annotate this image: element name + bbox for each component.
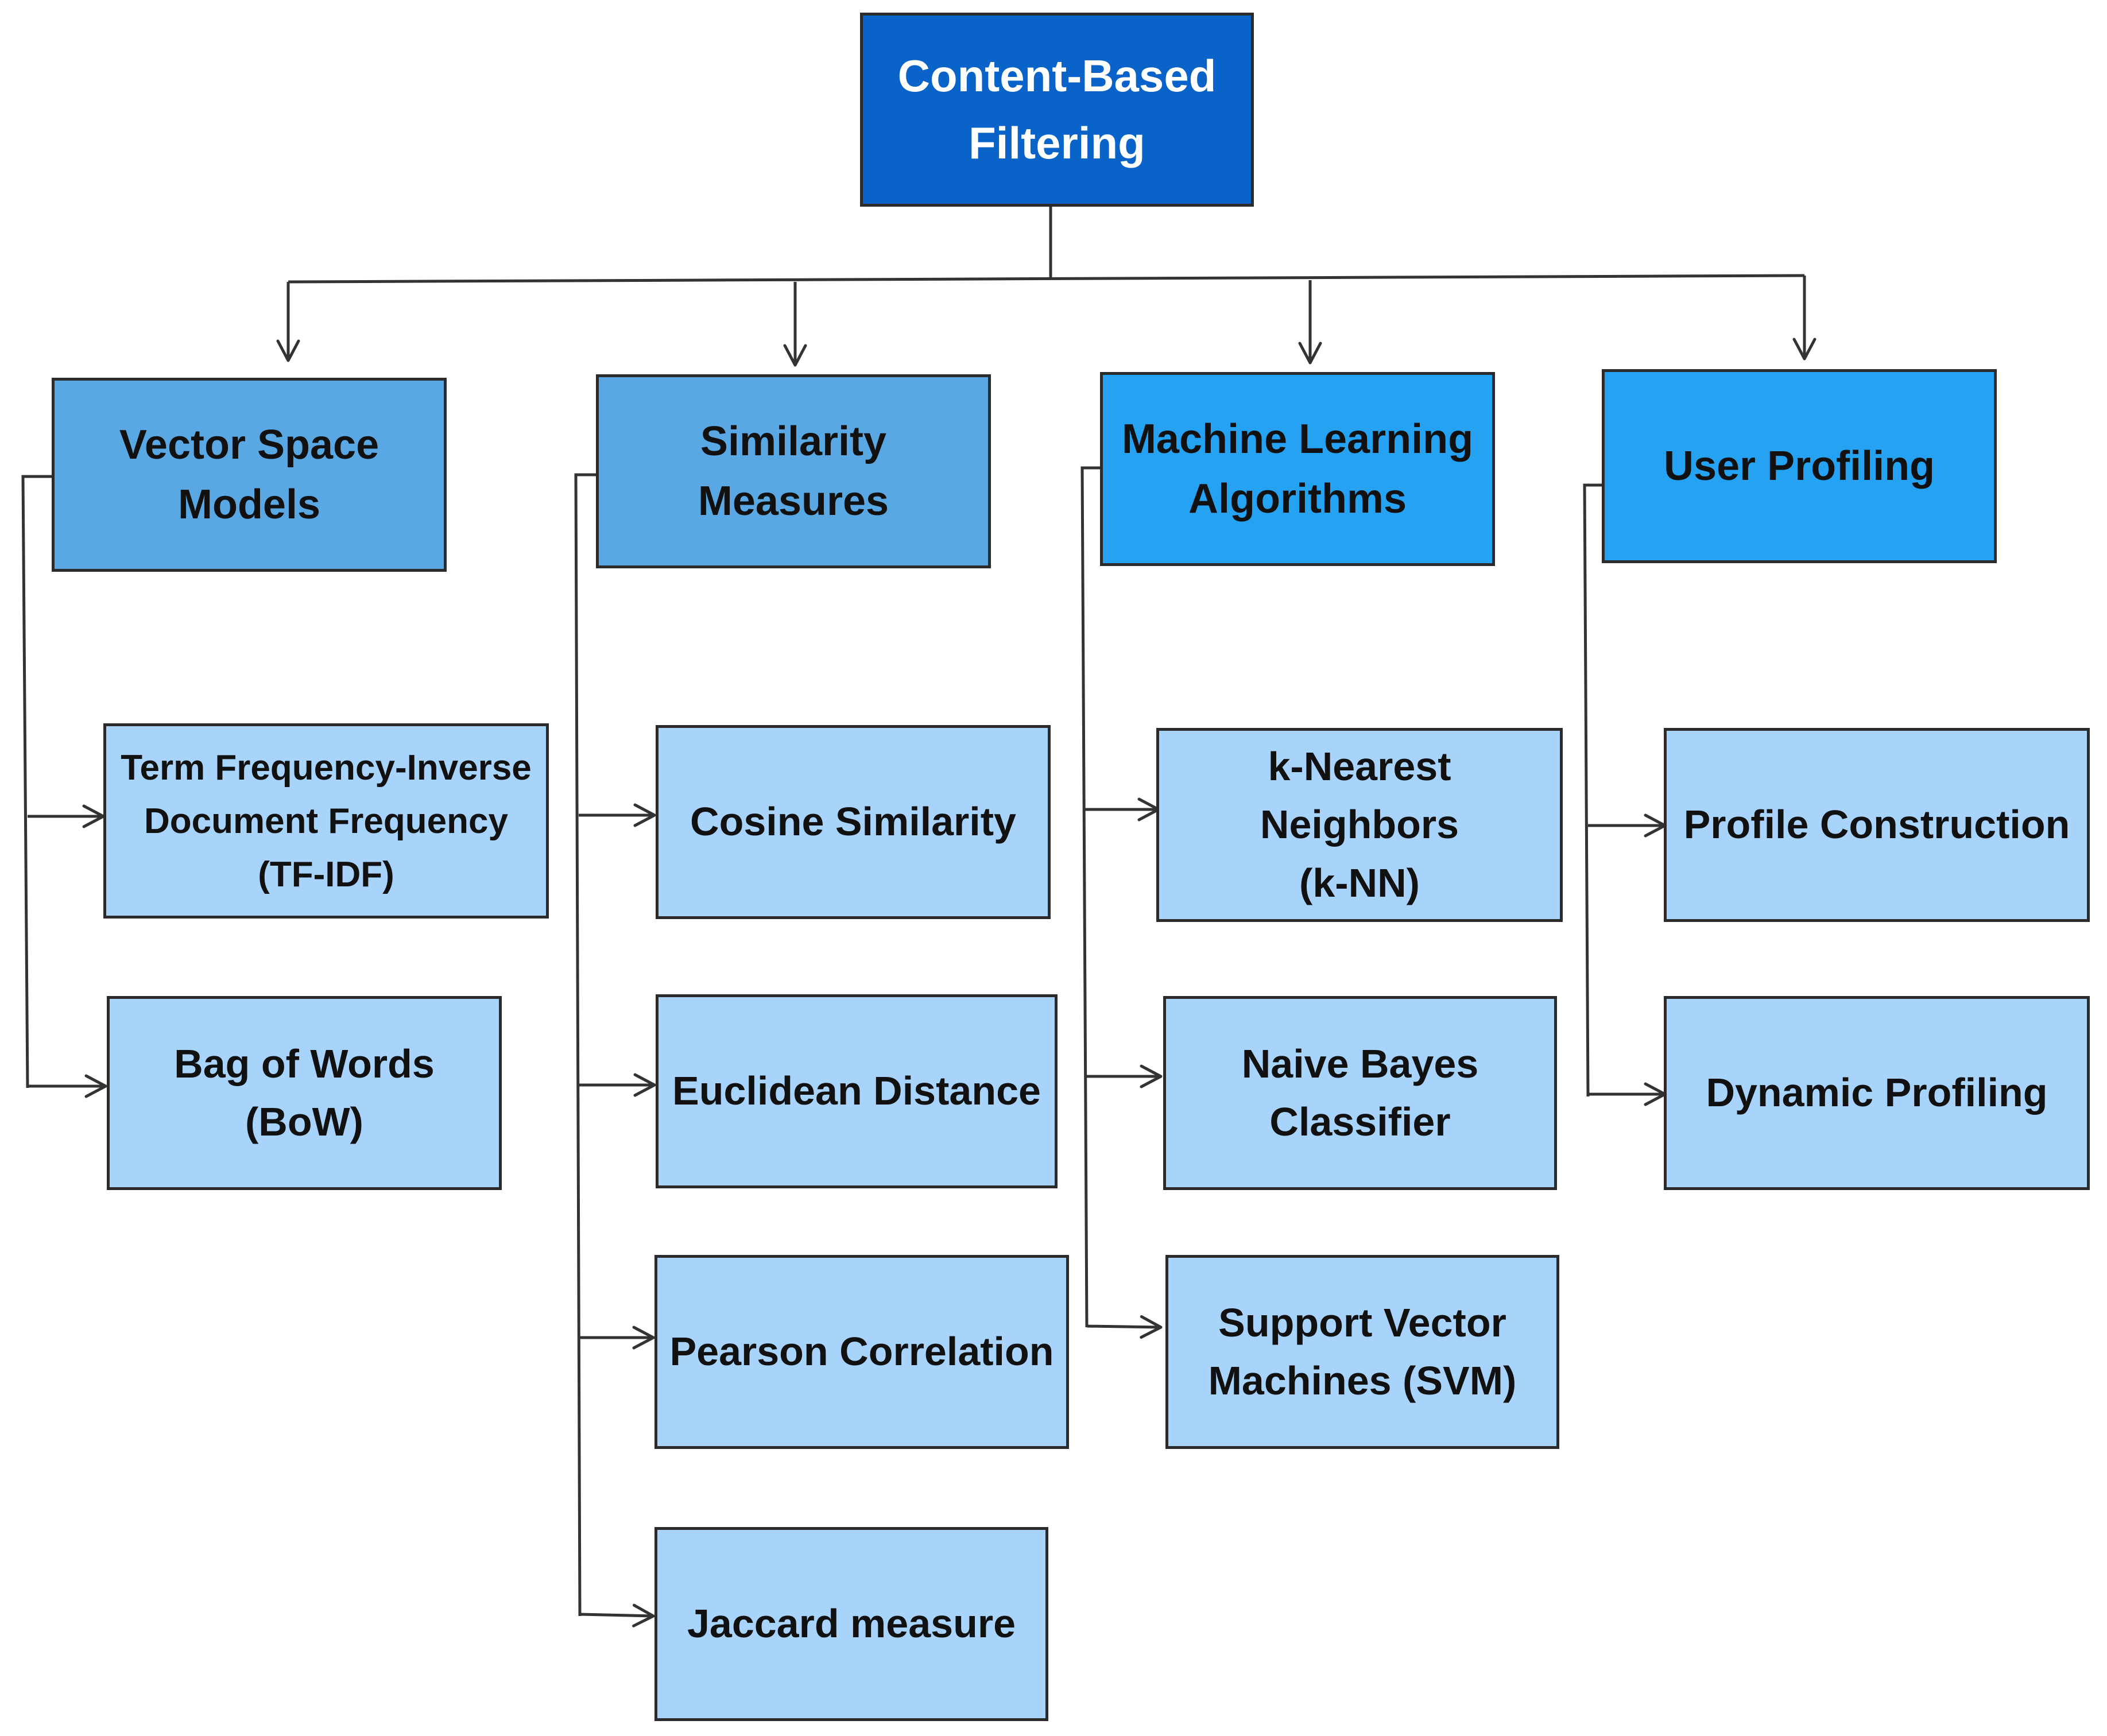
leaf-tfidf-line2: Document Frequency <box>144 801 508 841</box>
category-profiling-line1: User Profiling <box>1663 443 1935 489</box>
leaf-cosine-similarity: Cosine Similarity <box>656 725 1051 919</box>
leaf-support-vector-machines: Support Vector Machines (SVM) <box>1165 1255 1559 1449</box>
root-node-content-based-filtering: Content-Based Filtering <box>860 13 1254 207</box>
category-vector-space-line2: Models <box>177 482 321 528</box>
leaf-bag-of-words: Bag of Words (BoW) <box>107 996 502 1190</box>
leaf-profile-construction: Profile Construction <box>1664 728 2090 922</box>
arrow-to-svm <box>1086 1315 1163 1339</box>
category-ml-line2: Algorithms <box>1188 476 1407 522</box>
category-vector-space-models: Vector Space Models <box>52 378 447 572</box>
category-vector-space-line1: Vector Space <box>119 421 379 468</box>
leaf-naive-bayes-line2: Classifier <box>1269 1099 1451 1144</box>
leaf-naive-bayes-classifier: Naive Bayes Classifier <box>1163 996 1557 1190</box>
leaf-knn-line2: (k-NN) <box>1299 860 1420 905</box>
leaf-profile-construction-line1: Profile Construction <box>1683 802 2070 847</box>
root-branch-bar <box>288 274 1805 284</box>
root-label-line1: Content-Based <box>897 51 1217 101</box>
leaf-jaccard-measure: Jaccard measure <box>654 1527 1048 1721</box>
leaf-svm-line1: Support Vector <box>1218 1300 1506 1345</box>
leaf-k-nearest-neighbors: k-Nearest Neighbors (k-NN) <box>1156 728 1563 922</box>
arrow-to-jaccard <box>579 1603 655 1628</box>
category-user-profiling: User Profiling <box>1602 369 1997 563</box>
similarity-spine <box>574 473 610 1617</box>
leaf-bow-line2: (BoW) <box>245 1099 363 1144</box>
leaf-dynamic-profiling: Dynamic Profiling <box>1664 996 2090 1190</box>
leaf-svm-line2: Machines (SVM) <box>1208 1358 1517 1403</box>
leaf-cosine-line1: Cosine Similarity <box>690 799 1016 844</box>
leaf-euclidean-distance: Euclidean Distance <box>656 994 1058 1188</box>
category-machine-learning-algorithms: Machine Learning Algorithms <box>1100 372 1495 566</box>
leaf-tfidf-line1: Term Frequency-Inverse <box>121 747 532 788</box>
leaf-tf-idf: Term Frequency-Inverse Document Frequenc… <box>103 723 549 919</box>
category-similarity-line2: Measures <box>698 478 889 524</box>
vector-space-spine <box>21 475 56 1088</box>
category-similarity-line1: Similarity <box>700 418 887 464</box>
leaf-bow-line1: Bag of Words <box>174 1041 435 1086</box>
profiling-spine <box>1583 483 1618 1097</box>
leaf-euclidean-line1: Euclidean Distance <box>672 1068 1041 1114</box>
leaf-pearson-correlation: Pearson Correlation <box>654 1255 1069 1449</box>
category-similarity-measures: Similarity Measures <box>596 374 991 568</box>
leaf-tfidf-line3: (TF-IDF) <box>258 854 394 894</box>
leaf-jaccard-line1: Jaccard measure <box>687 1601 1016 1646</box>
category-ml-line1: Machine Learning <box>1121 416 1474 462</box>
leaf-naive-bayes-line1: Naive Bayes <box>1241 1041 1479 1086</box>
leaf-dynamic-profiling-line1: Dynamic Profiling <box>1706 1070 2048 1115</box>
leaf-pearson-line1: Pearson Correlation <box>669 1329 1054 1374</box>
leaf-knn-line1: k-Nearest Neighbors <box>1260 743 1459 847</box>
ml-spine <box>1080 466 1114 1328</box>
root-label-line2: Filtering <box>969 118 1145 168</box>
